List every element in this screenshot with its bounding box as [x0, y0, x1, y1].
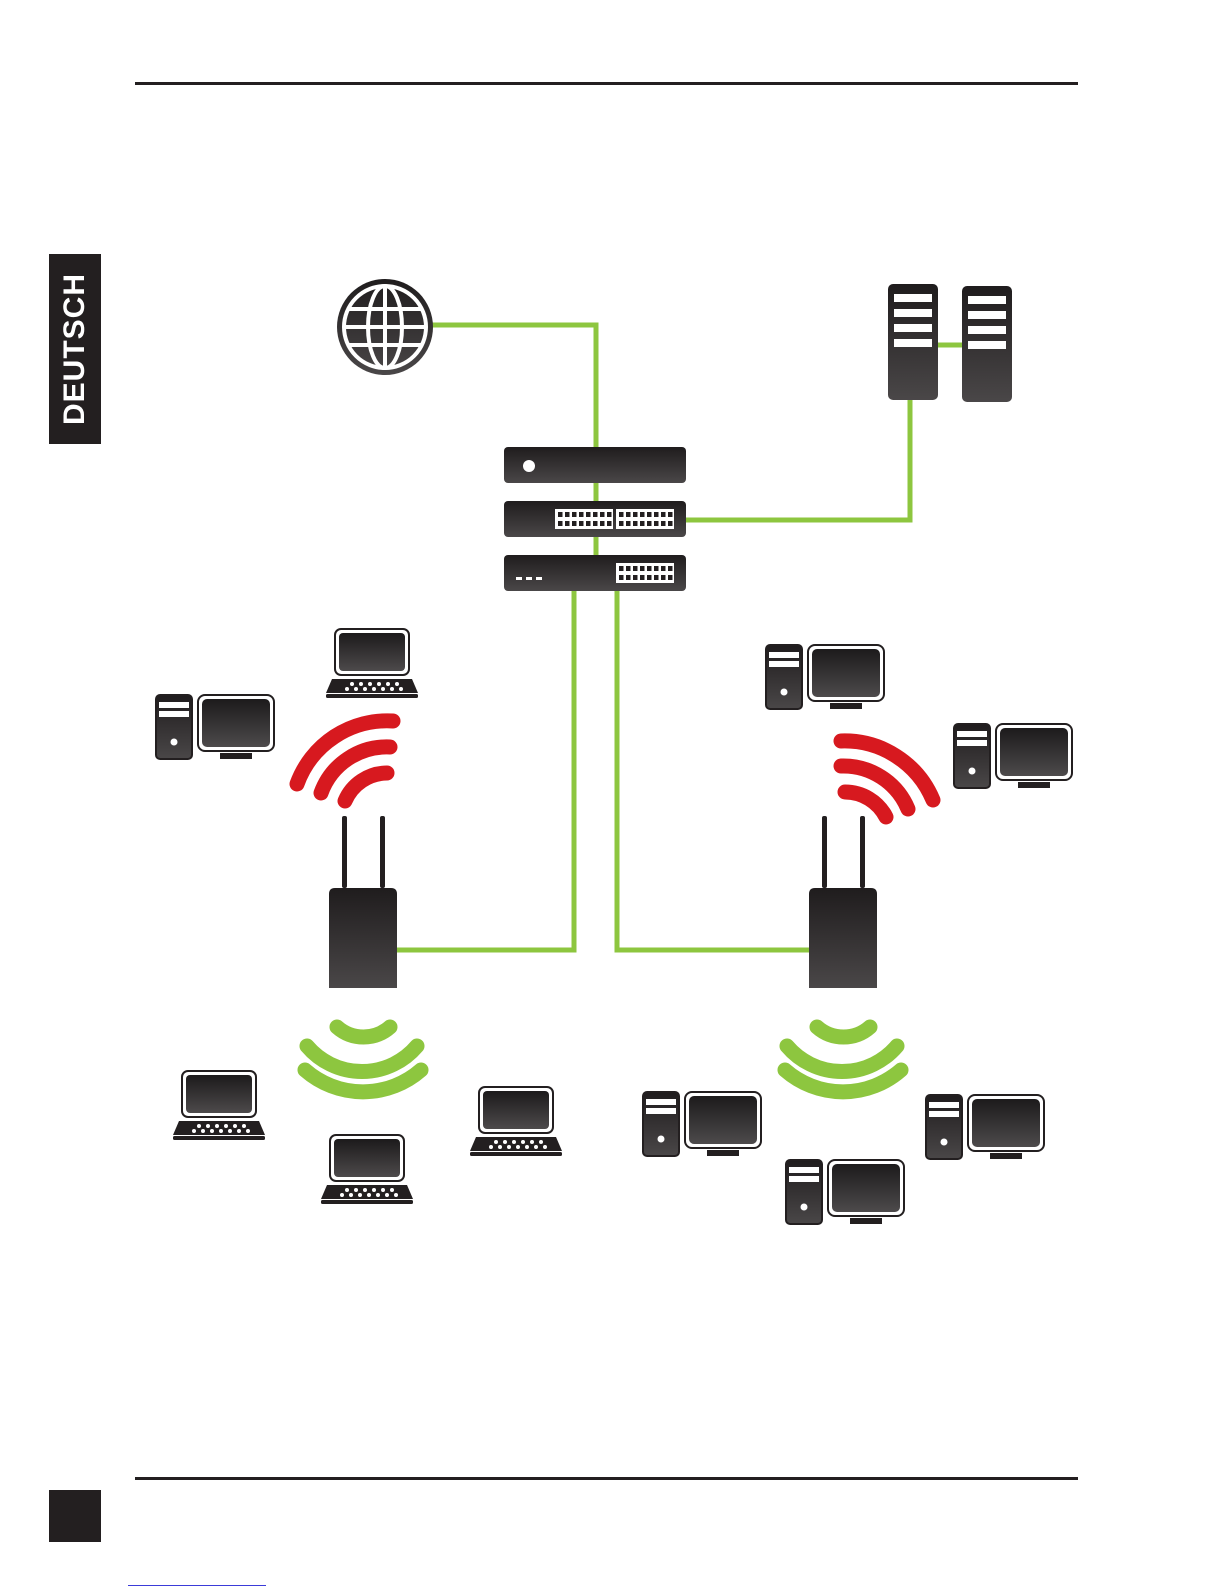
- wireless-signal-right: [841, 741, 933, 817]
- access-point-icon: [809, 816, 877, 988]
- router-icon: [504, 447, 686, 483]
- wired-links: [396, 325, 962, 950]
- link-internet-router: [430, 325, 596, 448]
- access-point-icon: [329, 816, 397, 988]
- desktop-icon: [926, 1095, 1044, 1159]
- desktop-icon: [766, 645, 884, 709]
- laptop-icon: [326, 629, 418, 698]
- footer-link-underline: [128, 1572, 266, 1586]
- globe-icon: [337, 279, 433, 375]
- server-icon: [962, 286, 1012, 402]
- switch-icon: [504, 501, 686, 537]
- desktop-icon: [954, 724, 1072, 788]
- wireless-signal-left: [297, 721, 393, 801]
- footer-rule: [135, 1477, 1078, 1480]
- link-switch-servers: [686, 400, 910, 520]
- switch-icon: [504, 555, 686, 591]
- server-icon: [888, 284, 938, 400]
- page-number-box: [49, 1490, 101, 1542]
- laptop-icon: [173, 1071, 265, 1140]
- laptop-icon: [470, 1087, 562, 1156]
- wireless-clients-right: [785, 1027, 901, 1092]
- desktop-icon: [643, 1092, 761, 1156]
- link-switch-ap-left: [396, 591, 574, 950]
- laptop-icon: [321, 1135, 413, 1204]
- wireless-clients-left: [305, 1027, 421, 1092]
- desktop-icon: [786, 1160, 904, 1224]
- desktop-icon: [156, 695, 274, 759]
